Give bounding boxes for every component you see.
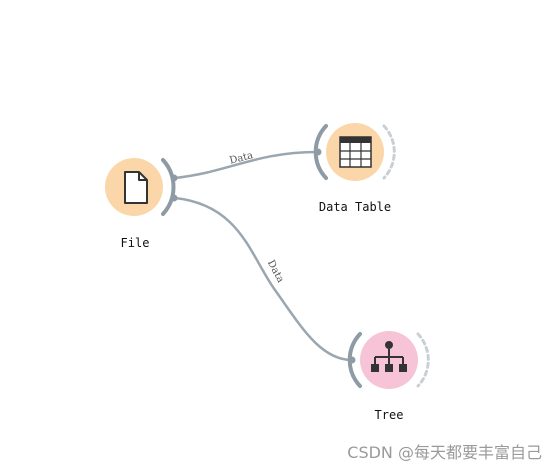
link-curve[interactable] xyxy=(174,196,353,362)
input-channel[interactable] xyxy=(347,332,362,388)
output-channel-empty[interactable] xyxy=(416,332,430,388)
link-file-to-data-table[interactable]: Data xyxy=(170,148,322,182)
input-channel[interactable] xyxy=(313,124,328,180)
widget-file[interactable] xyxy=(105,158,176,216)
widget-data-table[interactable] xyxy=(313,123,396,181)
table-icon xyxy=(339,136,372,168)
link-curve[interactable] xyxy=(174,150,319,180)
watermark: CSDN @每天都要丰富自己 xyxy=(347,443,542,462)
tree-icon xyxy=(371,341,407,372)
widget-file-label[interactable]: File xyxy=(120,236,150,250)
document-icon xyxy=(124,171,148,204)
link-file-to-tree[interactable]: Data xyxy=(170,194,356,364)
widget-data-table-label[interactable]: Data Table xyxy=(318,200,392,214)
widget-tree[interactable] xyxy=(347,331,430,389)
output-channel-empty[interactable] xyxy=(382,124,396,180)
widget-tree-label[interactable]: Tree xyxy=(374,408,404,422)
output-channel[interactable] xyxy=(161,158,176,216)
